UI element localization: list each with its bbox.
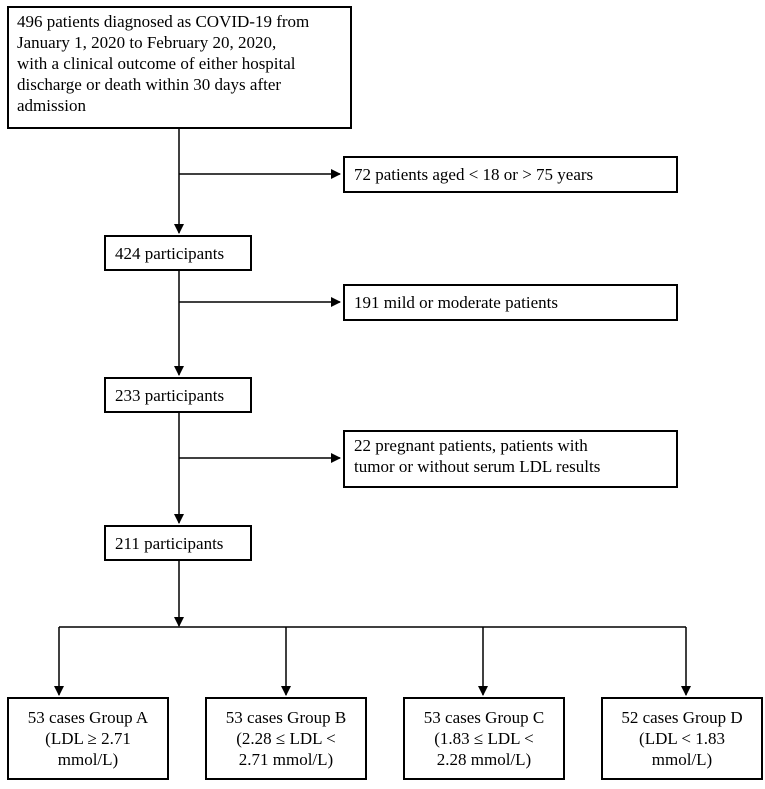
group-range: (LDL < 1.83: [639, 729, 725, 748]
initial-line: 496 patients diagnosed as COVID-19 from: [17, 12, 310, 31]
initial-line: admission: [17, 96, 86, 115]
exclusion-text: tumor or without serum LDL results: [354, 457, 601, 476]
participants-box-2: 233 participants: [104, 377, 252, 413]
initial-line: with a clinical outcome of either hospit…: [17, 54, 296, 73]
group-label: 52 cases Group D: [621, 708, 743, 727]
initial-line: January 1, 2020 to February 20, 2020,: [17, 33, 277, 52]
group-range: 2.28 mmol/L): [436, 750, 532, 769]
exclusion-box-other: 22 pregnant patients, patients with tumo…: [343, 430, 678, 488]
initial-line: discharge or death within 30 days after: [17, 75, 282, 94]
group-box-c: 53 cases Group C (1.83 ≤ LDL < 2.28 mmol…: [403, 697, 565, 780]
participants-count: 211 participants: [115, 533, 224, 553]
exclusion-box-severity: 191 mild or moderate patients: [343, 284, 678, 321]
group-label: 53 cases Group C: [423, 708, 545, 727]
group-range: mmol/L): [651, 750, 713, 769]
group-range: (LDL ≥ 2.71: [45, 729, 131, 748]
group-box-d: 52 cases Group D (LDL < 1.83 mmol/L): [601, 697, 763, 780]
group-label: 53 cases Group A: [27, 708, 149, 727]
initial-population-box: 496 patients diagnosed as COVID-19 from …: [7, 6, 352, 129]
group-box-b: 53 cases Group B (2.28 ≤ LDL < 2.71 mmol…: [205, 697, 367, 780]
participants-box-1: 424 participants: [104, 235, 252, 271]
exclusion-text: 22 pregnant patients, patients with: [354, 436, 588, 455]
exclusion-text: 191 mild or moderate patients: [354, 293, 558, 312]
participants-count: 233 participants: [115, 385, 225, 405]
exclusion-text: 72 patients aged < 18 or > 75 years: [354, 165, 594, 184]
exclusion-box-age: 72 patients aged < 18 or > 75 years: [343, 156, 678, 193]
group-label: 53 cases Group B: [225, 708, 347, 727]
group-range: 2.71 mmol/L): [238, 750, 334, 769]
group-range: mmol/L): [57, 750, 119, 769]
group-range: (1.83 ≤ LDL <: [434, 729, 534, 748]
participants-box-3: 211 participants: [104, 525, 252, 561]
participants-count: 424 participants: [115, 243, 225, 263]
group-box-a: 53 cases Group A (LDL ≥ 2.71 mmol/L): [7, 697, 169, 780]
group-range: (2.28 ≤ LDL <: [236, 729, 336, 748]
